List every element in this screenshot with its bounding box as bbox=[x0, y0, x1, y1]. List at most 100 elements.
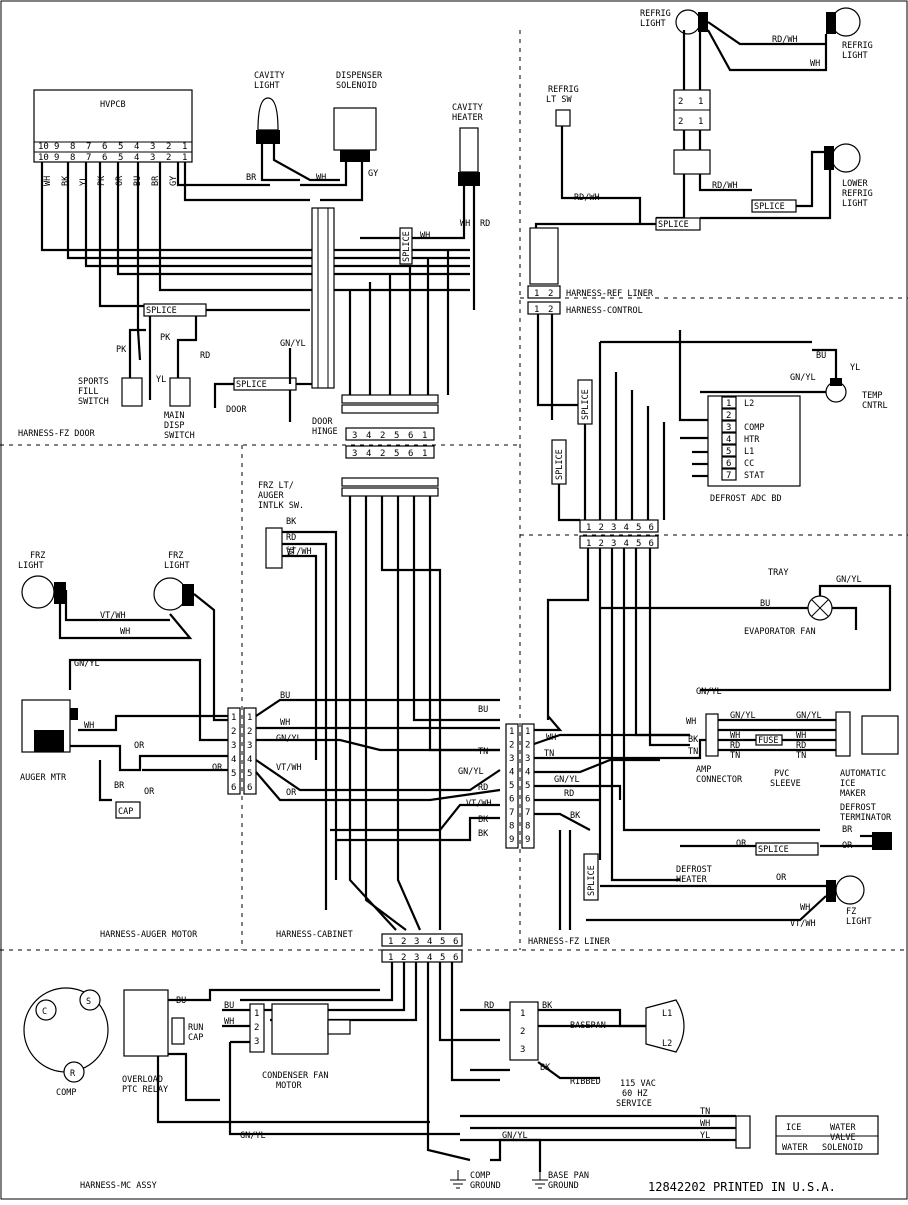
hinge-pin-a-1: 4 bbox=[366, 431, 371, 441]
wire-label-rdwh-3: RD/WH bbox=[574, 193, 600, 203]
dispenser-label-2: SOLENOID bbox=[336, 81, 377, 91]
wire-label-tn-4: TN bbox=[730, 751, 740, 761]
hvpcb-wire-label-7: GY bbox=[169, 176, 179, 186]
cab-pin-a-0: 1 bbox=[388, 937, 393, 947]
compressor: C S R COMP bbox=[23, 987, 109, 1098]
nine-pin-a-0: 1 bbox=[509, 727, 514, 737]
refrig-lt-sw-label-1: REFRIG bbox=[548, 85, 579, 95]
cab-pin-b-5: 6 bbox=[453, 953, 458, 963]
cab-pin-a-2: 3 bbox=[414, 937, 419, 947]
wire-label-tn-2: TN bbox=[544, 749, 554, 759]
aug-pin-b-0: 1 bbox=[247, 713, 252, 723]
cab-pin-b-2: 3 bbox=[414, 953, 419, 963]
adc-pin-3: 4 bbox=[726, 435, 731, 445]
bulb-icon-5 bbox=[835, 875, 865, 905]
ref-pin-1: 1 bbox=[534, 289, 539, 299]
hvpcb-pin-bottom-1: 9 bbox=[54, 153, 59, 163]
ribbed-label: RIBBED bbox=[570, 1077, 601, 1087]
aug-pin-a-1: 2 bbox=[231, 727, 236, 737]
cap-label: CAP bbox=[118, 807, 133, 817]
wire-label-bk-3: BK bbox=[478, 829, 489, 839]
refrig-light-b: REFRIG LIGHT RD/WH WH bbox=[707, 7, 873, 72]
service-label-3: SERVICE bbox=[616, 1099, 652, 1109]
refrig-light-a-label-1: REFRIG bbox=[640, 9, 671, 19]
adc-terminal-3: L1 bbox=[744, 447, 754, 457]
svc-pin-2: 3 bbox=[520, 1045, 525, 1055]
sports-label-2: FILL bbox=[78, 387, 98, 397]
wire-label-wh-7: WH bbox=[280, 718, 290, 728]
wire-label-wh-5: WH bbox=[120, 627, 130, 637]
overload-relay: RUN CAP OVERLOAD PTC RELAY BU bbox=[122, 988, 430, 1124]
bp-ground-label-1: BASE PAN bbox=[548, 1171, 589, 1181]
heater-icon bbox=[459, 127, 479, 173]
main-disp-switch: MAIN DISP SWITCH RD bbox=[164, 316, 210, 441]
nine-pin-b-5: 6 bbox=[525, 795, 530, 805]
pvc-label-1: PVC bbox=[774, 769, 789, 779]
aug-pin-b-3: 4 bbox=[247, 755, 252, 765]
wire-label-wh-13: WH bbox=[224, 1017, 234, 1027]
run-cap-label-1: RUN bbox=[188, 1023, 203, 1033]
fz-light-label-2: LIGHT bbox=[846, 917, 872, 927]
switch-icon bbox=[121, 377, 143, 407]
switch-icon-2 bbox=[169, 377, 191, 407]
wire-label-bk-6: BK bbox=[542, 1001, 553, 1011]
wire-label-bu-5: BU bbox=[176, 996, 186, 1006]
sports-label-3: SWITCH bbox=[78, 397, 109, 407]
hvpcb-pin-bottom-9: 1 bbox=[182, 153, 187, 163]
pin-2: 2 bbox=[678, 97, 683, 107]
aug-pin-a-3: 4 bbox=[231, 755, 236, 765]
hvpcb-wire-label-1: BK bbox=[61, 175, 71, 186]
wire-label-tn-3: TN bbox=[688, 747, 698, 757]
ctl-pin-1: 1 bbox=[534, 305, 539, 315]
wire-label-wh: WH bbox=[316, 173, 326, 183]
door-hinge-label-2: HINGE bbox=[312, 427, 338, 437]
cfm-pin-1: 2 bbox=[254, 1023, 259, 1033]
wire-label-wh-10: WH bbox=[730, 731, 740, 741]
nine-pin-a-2: 3 bbox=[509, 754, 514, 764]
aug-pin-a-5: 6 bbox=[231, 783, 236, 793]
fz-light: FZ LIGHT bbox=[586, 875, 872, 927]
splice-label-1: SPLICE bbox=[146, 306, 177, 316]
dispenser-solenoid: DISPENSER SOLENOID WH GY bbox=[300, 71, 383, 202]
wire-label-gnyl-9: GN/YL bbox=[730, 711, 756, 721]
nine-pin-a-1: 2 bbox=[509, 741, 514, 751]
switch-icon-3 bbox=[555, 109, 571, 127]
adc-pin-box-3 bbox=[721, 432, 737, 445]
comp-ground-label-2: GROUND bbox=[470, 1181, 501, 1191]
nine-pin-a-7: 8 bbox=[509, 822, 514, 832]
harness-mc-assy-label: HARNESS-MC ASSY bbox=[80, 1181, 157, 1191]
hvpcb-pin-bottom-8: 2 bbox=[166, 153, 171, 163]
ref-liner-connector: 1 2 1 2 bbox=[527, 227, 590, 420]
wire-label-rd-7: RD bbox=[796, 741, 806, 751]
wire-label-gnyl-8: GN/YL bbox=[696, 687, 722, 697]
wire-label-wh-6: WH bbox=[84, 721, 94, 731]
ice-maker-label-2: ICE bbox=[840, 779, 855, 789]
pin-1b: 1 bbox=[698, 117, 703, 127]
adc-terminal-2: HTR bbox=[744, 435, 760, 445]
wire-label-gnyl-10: GN/YL bbox=[796, 711, 822, 721]
hvpcb-pin-bottom-3: 7 bbox=[86, 153, 91, 163]
bp-ground-label-2: GROUND bbox=[548, 1181, 579, 1191]
cab-pin-a-3: 4 bbox=[427, 937, 432, 947]
control-wiring: SPLICE SPLICE bbox=[551, 330, 812, 522]
hvpcb-pin-bottom-5: 5 bbox=[118, 153, 123, 163]
grounds: COMP GROUND BASE PAN GROUND GN/YL bbox=[450, 1131, 589, 1191]
pvc-label-2: SLEEVE bbox=[770, 779, 801, 789]
relay-label-2: PTC RELAY bbox=[122, 1085, 168, 1095]
adc-terminal-4: CC bbox=[744, 459, 754, 469]
wire-label-wh-4: WH bbox=[810, 59, 820, 69]
hvpcb-wire-label-0: WH bbox=[43, 176, 53, 186]
main-disp-label-1: MAIN bbox=[164, 411, 184, 421]
hinge-pin-b-5: 1 bbox=[422, 449, 427, 459]
aug-pin-b-1: 2 bbox=[247, 727, 252, 737]
wire-label-rd-5: RD bbox=[564, 789, 574, 799]
nine-pin-b-6: 7 bbox=[525, 808, 530, 818]
wire-label-rd-4: RD bbox=[478, 783, 488, 793]
splice-label-4: SPLICE bbox=[658, 220, 689, 230]
defrost-heater-label-1: DEFROST bbox=[676, 865, 712, 875]
wire-label-or-4: OR bbox=[286, 788, 297, 798]
refrig-light-b-label-1: REFRIG bbox=[842, 41, 873, 51]
wire-label-rd-2: RD bbox=[200, 351, 210, 361]
